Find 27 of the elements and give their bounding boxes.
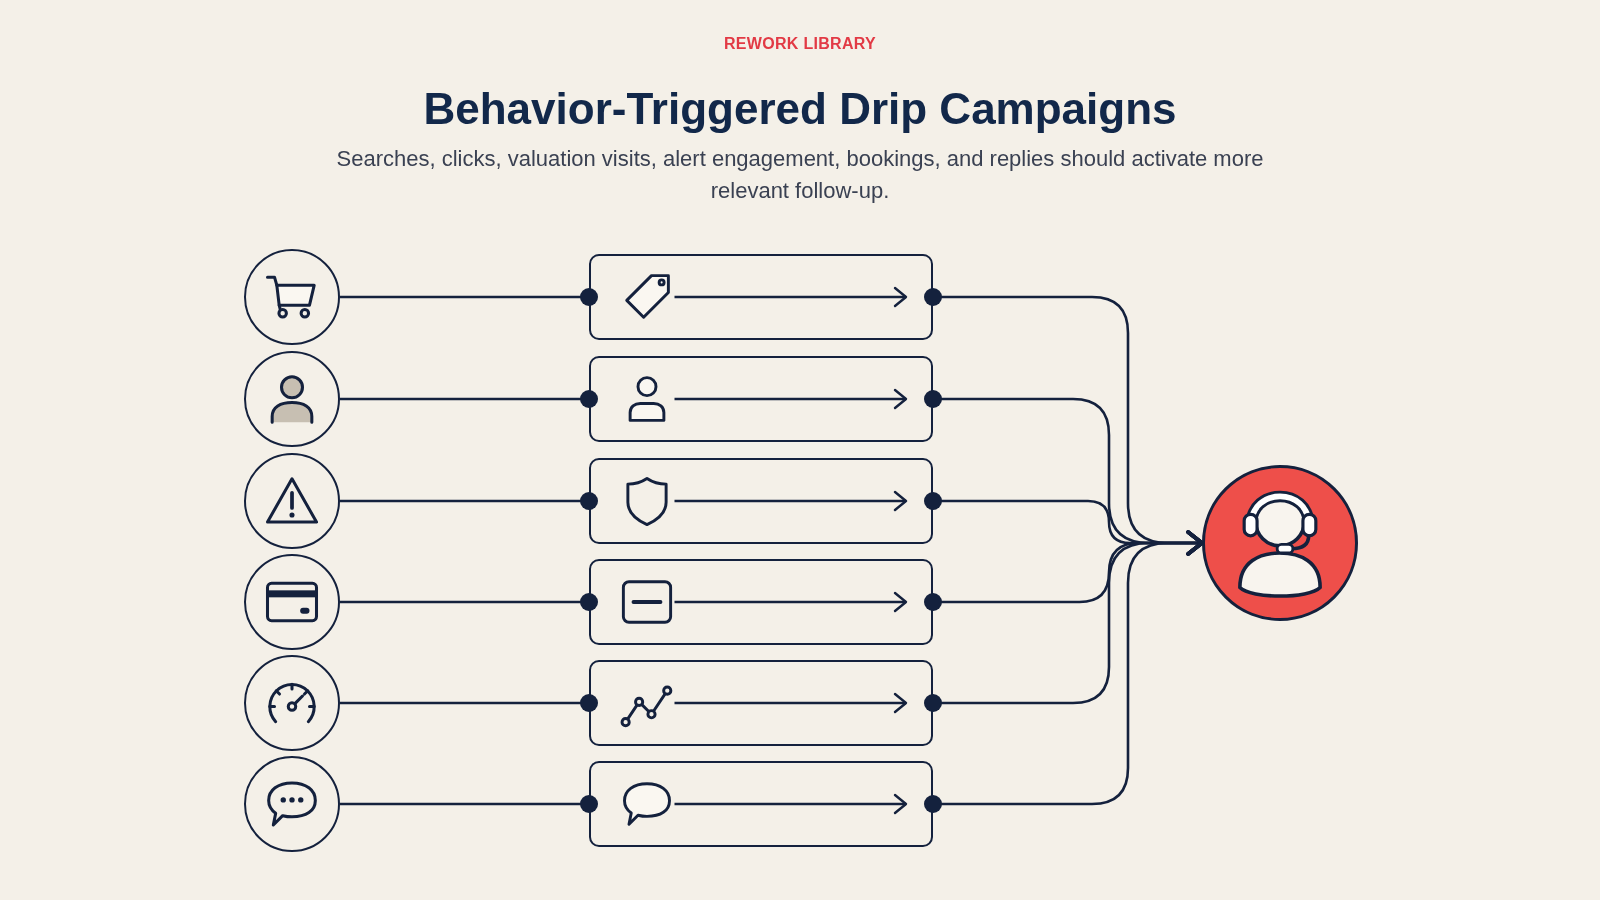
- step-card: [589, 559, 933, 645]
- direction-arrow: [674, 490, 908, 512]
- direction-arrow: [674, 286, 908, 308]
- connector-line: [340, 593, 598, 611]
- connector-line: [340, 390, 598, 408]
- icon-circle: [244, 351, 340, 447]
- step-card: [589, 254, 933, 340]
- icon-circle: [244, 756, 340, 852]
- icon-circle: [244, 655, 340, 751]
- connector-line: [340, 492, 598, 510]
- connector-line: [340, 795, 598, 813]
- step-card: [589, 761, 933, 847]
- icon-circle: [244, 453, 340, 549]
- title: Behavior-Triggered Drip Campaigns: [423, 83, 1177, 135]
- icon-circle: [244, 249, 340, 345]
- eyebrow-label: REWORK LIBRARY: [723, 34, 876, 54]
- connector-line: [340, 694, 598, 712]
- connector-line: [340, 288, 598, 306]
- direction-arrow: [674, 388, 908, 410]
- direction-arrow: [674, 692, 908, 714]
- step-card: [589, 356, 933, 442]
- direction-arrow: [674, 591, 908, 613]
- icon-circle: [244, 554, 340, 650]
- step-card: [589, 458, 933, 544]
- direction-arrow: [674, 793, 908, 815]
- step-card: [589, 660, 933, 746]
- subtitle: Searches, clicks, valuation visits, alert engagement, bookings, and replies should activate more relevant follow-up.: [335, 145, 1265, 205]
